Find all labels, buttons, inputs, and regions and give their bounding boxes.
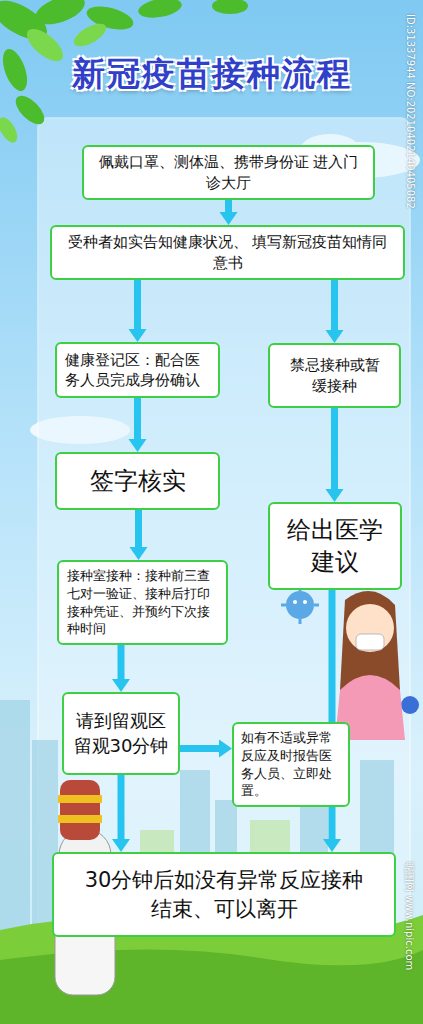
step-text: 如有不适或异常反应及时报告医务人员、立即处置。 <box>241 729 341 799</box>
arrow-head <box>112 679 130 692</box>
arrow-shaft <box>135 510 142 550</box>
process-box: 给出医学建议 <box>268 502 402 590</box>
step-text: 受种者如实告知健康状况、 填写新冠疫苗知情同意书 <box>62 232 393 273</box>
arrow-head <box>129 439 147 452</box>
flow-arrow <box>180 740 232 758</box>
flow-arrow <box>326 408 344 502</box>
flow-arrow <box>326 280 344 343</box>
flow-arrow <box>112 775 130 852</box>
arrow-head <box>326 489 344 502</box>
step-text: 签字核实 <box>65 465 210 497</box>
arrow-head <box>130 547 148 560</box>
step-text: 佩戴口罩、测体温、携带身份证 进入门诊大厅 <box>94 152 363 193</box>
step-text: 请到留观区 留观30分钟 <box>70 709 172 758</box>
process-box: 佩戴口罩、测体温、携带身份证 进入门诊大厅 <box>82 145 375 200</box>
watermark: ID:31337944 NO:20210402140405082 <box>405 14 416 209</box>
flow-arrow <box>220 200 238 225</box>
process-box: 30分钟后如没有异常反应接种结束、可以离开 <box>52 852 396 937</box>
arrow-shaft <box>118 775 125 842</box>
process-box: 健康登记区：配合医务人员完成身份确认 <box>55 342 220 398</box>
arrow-head <box>323 839 341 852</box>
arrow-shaft <box>134 398 141 442</box>
process-box: 签字核实 <box>55 452 220 510</box>
flow-arrow <box>129 398 147 452</box>
step-text: 30分钟后如没有异常反应接种结束、可以离开 <box>84 866 364 923</box>
arrow-head <box>112 839 130 852</box>
step-text: 禁忌接种或暂缓接种 <box>284 355 385 396</box>
process-box: 禁忌接种或暂缓接种 <box>268 343 401 408</box>
arrow-head <box>220 212 238 225</box>
flow-arrow <box>130 510 148 560</box>
step-text: 接种室接种：接种前三查七对一验证、接种后打印接种凭证、并预约下次接种时间 <box>67 567 218 637</box>
arrow-shaft <box>331 408 338 492</box>
arrow-head <box>326 330 344 343</box>
arrow-shaft <box>331 280 338 333</box>
process-box: 受种者如实告知健康状况、 填写新冠疫苗知情同意书 <box>50 225 405 280</box>
arrow-head <box>129 329 147 342</box>
arrow-shaft <box>118 645 125 682</box>
arrow-shaft <box>134 280 141 332</box>
arrow-head <box>219 740 232 758</box>
flow-arrow <box>112 645 130 692</box>
flow-arrow <box>323 590 341 852</box>
process-box: 请到留观区 留观30分钟 <box>62 692 180 775</box>
watermark: 昵图网 www.nipic.com <box>402 862 416 970</box>
process-box: 接种室接种：接种前三查七对一验证、接种后打印接种凭证、并预约下次接种时间 <box>57 560 228 645</box>
flow-arrow <box>129 280 147 342</box>
step-text: 给出医学建议 <box>278 514 392 579</box>
process-box: 如有不适或异常反应及时报告医务人员、立即处置。 <box>232 722 350 807</box>
arrow-shaft <box>180 745 222 752</box>
poster-title: 新冠疫苗接种流程 <box>20 52 403 97</box>
step-text: 健康登记区：配合医务人员完成身份确认 <box>65 350 210 391</box>
